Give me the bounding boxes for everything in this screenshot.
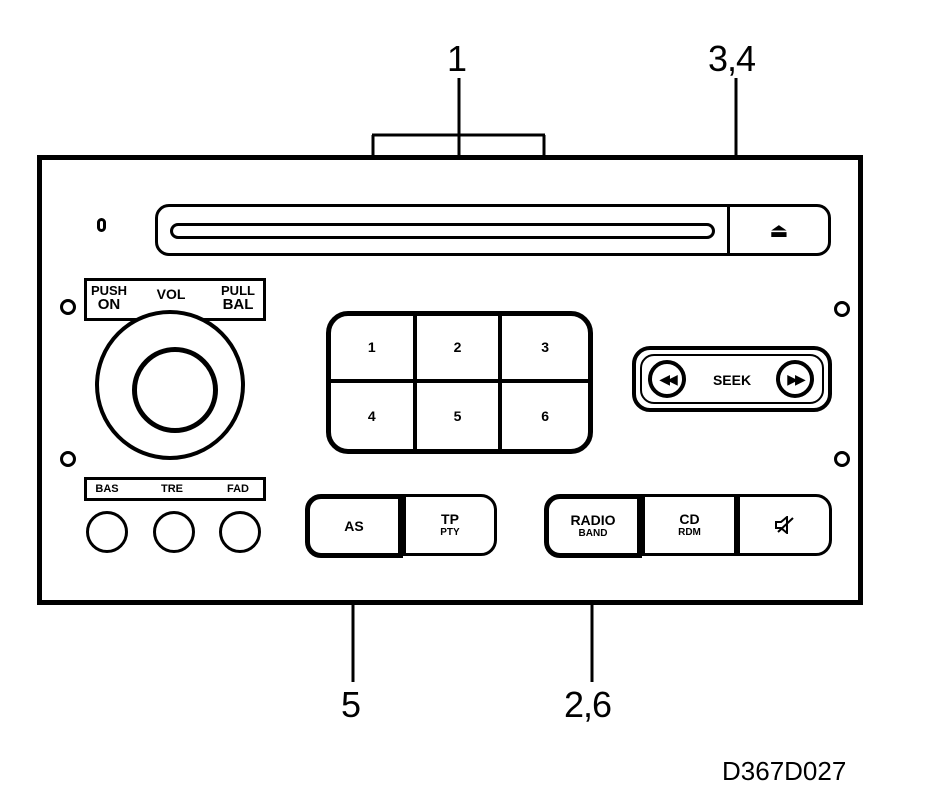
tre-label: TRE xyxy=(161,483,183,495)
rewind-icon: ◀◀ xyxy=(659,370,677,387)
tone-label-box xyxy=(84,477,266,501)
preset-button-3[interactable]: 3 xyxy=(502,316,588,383)
preset-button-4[interactable]: 4 xyxy=(331,382,417,449)
callout-label-radio: 2,6 xyxy=(564,684,612,725)
eject-icon: ⏏ xyxy=(769,219,789,242)
radio-label: RADIO xyxy=(570,511,616,528)
as-button[interactable]: AS xyxy=(305,494,403,558)
vol-label: VOL xyxy=(156,286,186,302)
preset-button-2[interactable]: 2 xyxy=(416,316,503,383)
figure-code: D367D027 xyxy=(722,756,847,786)
push-label: PUSH xyxy=(90,283,128,298)
preset-button-6[interactable]: 6 xyxy=(541,407,550,424)
band-label: BAND xyxy=(578,527,608,539)
mounting-screw xyxy=(834,451,850,467)
mute-speaker-icon xyxy=(774,516,794,534)
status-indicator xyxy=(97,218,106,232)
as-label: AS xyxy=(344,517,364,534)
fad-label: FAD xyxy=(227,483,249,495)
mounting-screw xyxy=(834,301,850,317)
pull-label: PULL xyxy=(221,283,255,298)
pty-label: PTY xyxy=(440,526,460,538)
radio-band-button[interactable]: RADIO BAND xyxy=(544,494,642,558)
fader-knob[interactable] xyxy=(219,511,261,553)
seek-forward-button[interactable]: ▶▶ xyxy=(776,360,814,398)
callout-label-presets: 1 xyxy=(447,38,467,79)
volume-knob-center[interactable] xyxy=(132,347,218,433)
callout-label-as: 5 xyxy=(341,684,361,725)
fast-forward-icon: ▶▶ xyxy=(787,370,805,387)
bas-label: BAS xyxy=(95,483,119,495)
bal-label: BAL xyxy=(222,296,254,313)
volume-knob[interactable] xyxy=(95,310,245,460)
treble-knob[interactable] xyxy=(153,511,195,553)
tp-pty-button[interactable]: TP PTY xyxy=(403,494,497,556)
on-label: ON xyxy=(97,296,121,313)
preset-button-5[interactable]: 5 xyxy=(417,382,503,449)
cd-label: CD xyxy=(679,510,700,527)
seek-inner-frame xyxy=(640,354,824,404)
volume-label-box xyxy=(84,278,266,321)
eject-button[interactable]: ⏏ xyxy=(730,207,828,253)
cd-rdm-button[interactable]: CD RDM xyxy=(642,494,737,556)
mute-button[interactable] xyxy=(737,494,832,556)
callout-label-seek: 3,4 xyxy=(708,38,756,79)
cd-slot xyxy=(155,204,831,256)
mounting-screw xyxy=(60,451,76,467)
preset-buttons: 1 2 3 4 5 6 xyxy=(326,311,593,454)
mounting-screw xyxy=(60,299,76,315)
rdm-label: RDM xyxy=(678,526,701,538)
tp-label: TP xyxy=(441,510,459,527)
bass-knob[interactable] xyxy=(86,511,128,553)
seek-label: SEEK xyxy=(712,372,752,388)
cd-slot-opening xyxy=(170,223,715,239)
seek-back-button[interactable]: ◀◀ xyxy=(648,360,686,398)
slot-divider xyxy=(727,207,730,253)
preset-button-1[interactable]: 1 xyxy=(331,316,417,383)
